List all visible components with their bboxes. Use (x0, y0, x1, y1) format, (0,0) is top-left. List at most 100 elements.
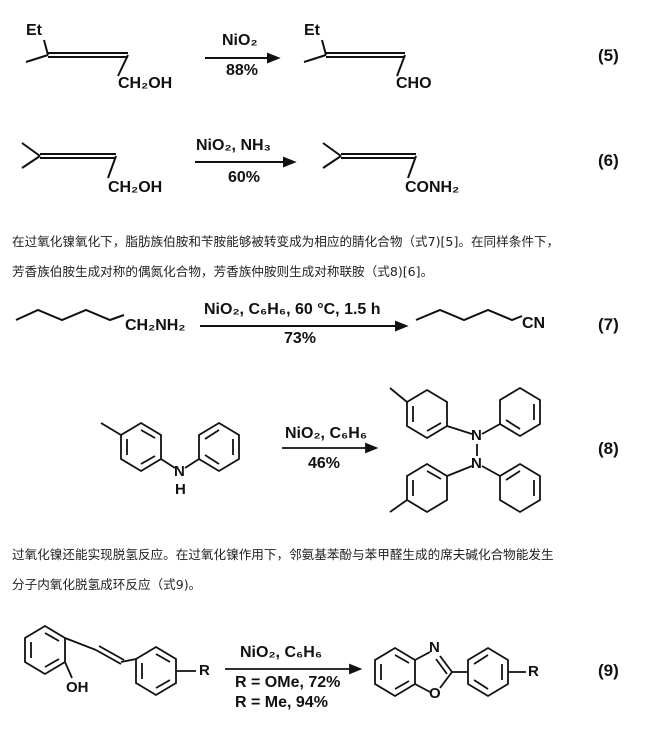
ethyl-label: Et (26, 22, 42, 39)
benzoxazole-n-label: N (429, 639, 440, 656)
paragraph-2: 过氧化镍还能实现脱氢反应。在过氧化镍作用下，邻氨基苯酚与苯甲醛生成的席夫碱化合物… (12, 540, 640, 600)
conh2-bond (407, 155, 417, 179)
scheme-8-structures (100, 386, 541, 514)
scheme-7-structures (15, 308, 523, 332)
tolyl-inner-bond-2 (140, 455, 156, 465)
pentyl-chain (415, 308, 523, 322)
yield-label-6: 60% (228, 169, 261, 186)
reagent-label-7: NiO₂, C₆H₆, 60 °C, 1.5 h (204, 301, 381, 318)
r-substituent-label: R (199, 662, 210, 679)
product-r-label: R (528, 663, 539, 680)
equation-number-6: (6) (598, 151, 619, 170)
reagent-label-8: NiO₂, C₆H₆ (285, 425, 368, 442)
equation-number-9: (9) (598, 661, 619, 680)
phenol-inner-3 (44, 632, 60, 642)
arrow-head-5 (267, 52, 281, 64)
ch2oh-label: CH₂OH (118, 75, 173, 92)
paragraph-1-line-1: 在过氧化镍氧化下，脂肪族伯胺和苄胺能够被转变成为相应的腈化合物（式7)[5]。在… (12, 234, 560, 249)
aryl-inner-2 (155, 679, 171, 689)
yield-label-7: 73% (284, 330, 317, 347)
scheme-5-structures (25, 39, 406, 77)
upper-methyl-bond (389, 387, 408, 403)
product-methyl-a (322, 142, 342, 157)
aryl-inner-3 (155, 653, 171, 663)
oxazole-c-o-bond (439, 671, 453, 689)
lower-tolyl-inner-2 (426, 470, 442, 480)
benzoxazole-inner-3 (394, 680, 410, 690)
ch2oh-bond (117, 54, 129, 77)
scheme-6: CH₂OH NiO₂, NH₃ 60% CONH₂ (6) (0, 110, 650, 215)
methyl-bond (25, 54, 49, 63)
product-phenyl-ring-upper (499, 386, 541, 438)
equation-number-7: (7) (598, 315, 619, 334)
paragraph-1: 在过氧化镍氧化下，脂肪族伯胺和苄胺能够被转变成为相应的腈化合物（式7)[5]。在… (12, 227, 640, 287)
vinyl-double-b (98, 645, 125, 661)
scheme-9: OH R NiO₂, C₆H₆ R = OMe, 72% R = Me, 94%… (0, 612, 650, 733)
reagent-label-5: NiO₂ (222, 32, 258, 49)
scheme-6-structures (21, 142, 417, 179)
phenyl-ring (198, 421, 240, 473)
condition-ome-label: R = OMe, 72% (235, 674, 341, 691)
upper-phenyl-n-bond (481, 423, 501, 435)
cho-label: CHO (396, 75, 432, 92)
pendant-inner-2 (473, 654, 489, 665)
lower-phenyl-inner-2 (505, 470, 521, 481)
pendant-inner-3 (473, 679, 489, 690)
ch2oh-bond (107, 155, 117, 179)
amine-h-label: H (175, 481, 186, 498)
oxazole-n-c-bond (439, 655, 453, 673)
phenyl-inner-bond-3 (204, 454, 220, 465)
paragraph-2-line-2: 分子内氧化脱氢成环反应（式9)。 (12, 577, 202, 592)
product-methyl-b (322, 155, 342, 169)
lower-phenyl-n-bond (481, 465, 501, 477)
phenyl-inner-bond-2 (204, 429, 220, 440)
paragraph-2-line-1: 过氧化镍还能实现脱氢反应。在过氧化镍作用下，邻氨基苯酚与苯甲醛生成的席夫碱化合物… (12, 547, 554, 562)
scheme-8: N H NiO₂, C₆H₆ 46% N N (8) (0, 368, 650, 528)
methyl-bond (100, 422, 122, 436)
yield-label-5: 88% (226, 62, 259, 79)
scheme-7: CH₂NH₂ NiO₂, C₆H₆, 60 °C, 1.5 h 73% CN (… (0, 296, 650, 360)
product-ethyl-bond (321, 39, 327, 56)
arrow-head-6 (283, 156, 297, 168)
reagent-label-6: NiO₂, NH₃ (196, 137, 271, 154)
lower-tolyl-n-bond (446, 465, 473, 477)
conh2-label: CONH₂ (405, 179, 460, 196)
phenol-inner-2 (44, 658, 60, 668)
cho-bond (396, 54, 406, 77)
arrow-head-8 (365, 442, 379, 454)
product-ethyl-label: Et (304, 22, 320, 39)
upper-phenyl-inner-2 (505, 419, 521, 430)
methyl-bond-a (21, 142, 41, 157)
aryl-attach-bond (120, 658, 137, 663)
arrow-head-9 (349, 663, 363, 675)
cn-label: CN (522, 315, 546, 332)
paragraph-1-line-2: 芳香族伯胺生成对称的偶氮化合物，芳香族仲胺则生成对称联胺（式8)[6]。 (12, 264, 434, 279)
product-methyl-bond (303, 54, 327, 63)
arrow-head-7 (395, 320, 409, 332)
n-bond-right (184, 458, 200, 469)
benzoxazole-o-label: O (429, 685, 441, 702)
oh-bond (64, 661, 73, 679)
scheme-9-structures (24, 624, 526, 698)
tolyl-inner-bond-3 (140, 429, 156, 439)
oxazole-n-c-double (435, 658, 448, 675)
condition-me-label: R = Me, 94% (235, 694, 328, 711)
amine-n-label: N (174, 463, 185, 480)
equation-number-5: (5) (598, 46, 619, 65)
pendant-aryl-ring (467, 646, 509, 698)
benzoxazole-inner-2 (394, 654, 410, 664)
equation-number-8: (8) (598, 439, 619, 458)
ethyl-bond (43, 39, 49, 56)
hydroxyl-label: OH (66, 679, 89, 696)
reagent-label-9: NiO₂, C₆H₆ (240, 644, 323, 661)
upper-tolyl-n-bond (446, 425, 473, 435)
lower-methyl-bond (389, 499, 408, 513)
oxazole-c-n-bond (414, 651, 431, 661)
vinyl-double-a (95, 649, 122, 665)
scheme-5: Et CH₂OH NiO₂ 88% Et CHO (5) (0, 0, 650, 110)
ch2oh-label: CH₂OH (108, 179, 163, 196)
ch2nh2-label: CH₂NH₂ (125, 317, 186, 334)
methyl-bond-b (21, 155, 41, 169)
hydrazine-n1-label: N (471, 427, 482, 444)
hydrazine-n2-label: N (471, 455, 482, 472)
